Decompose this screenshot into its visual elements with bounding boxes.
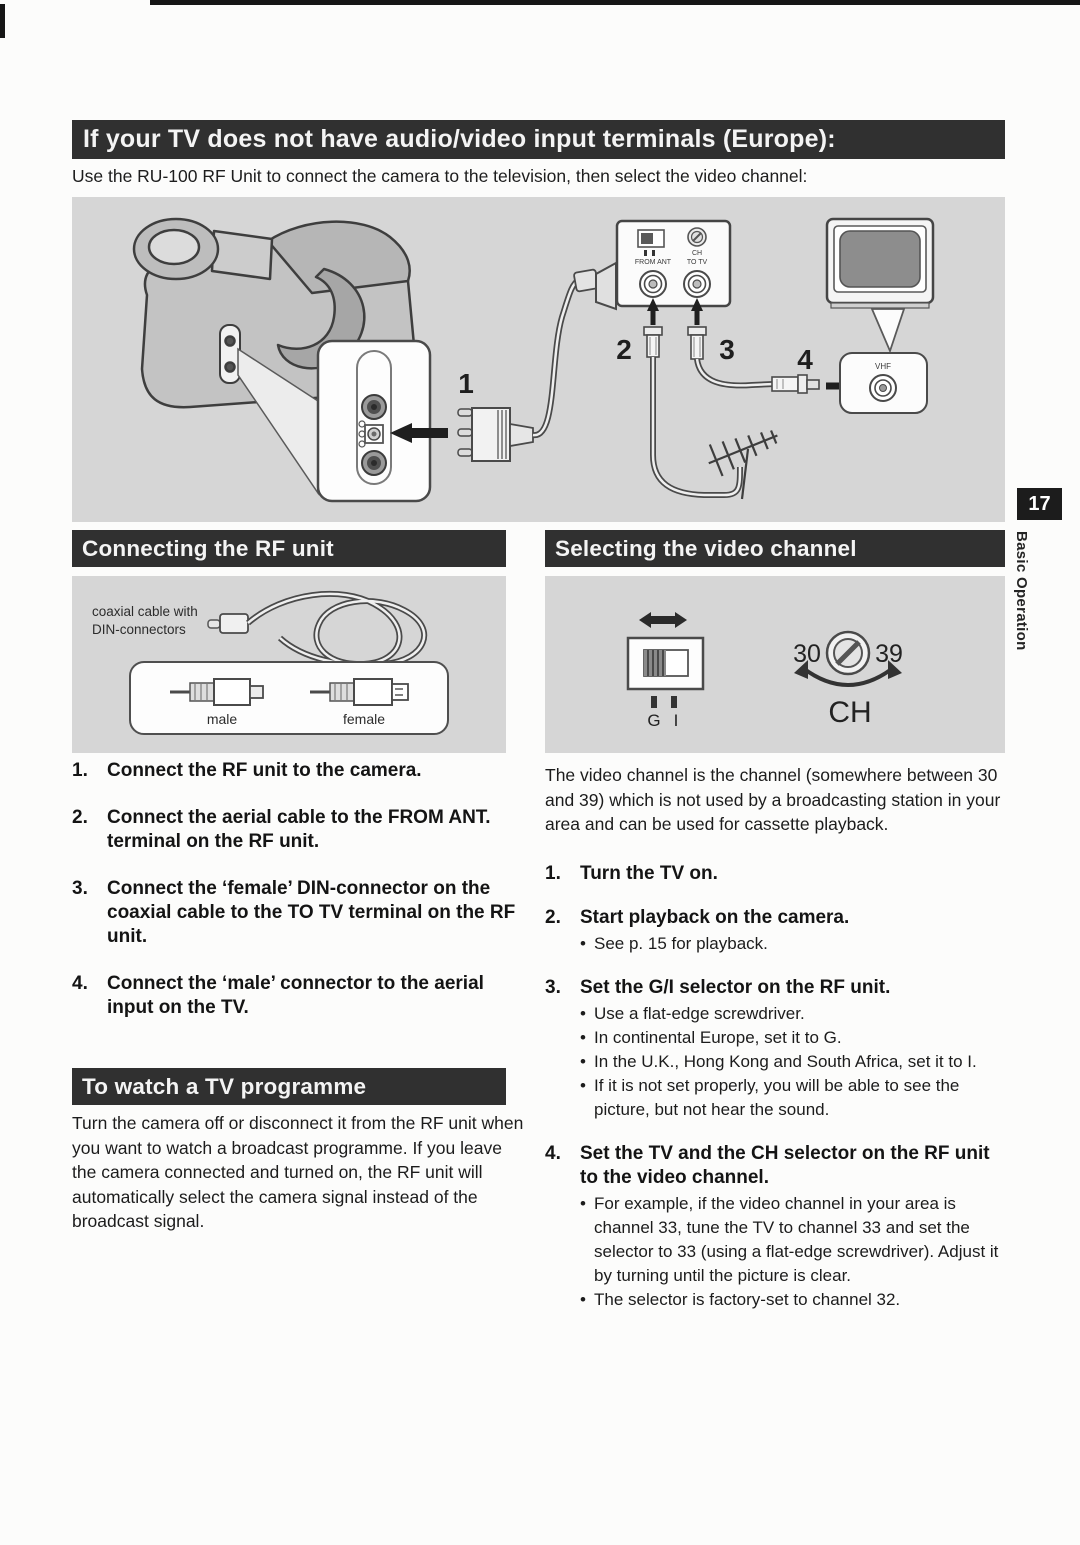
- connecting-step-4: 4. Connect the ‘male’ connector to the a…: [72, 972, 524, 1020]
- connecting-rf-unit-heading: Connecting the RF unit: [72, 530, 506, 567]
- diagram-marker-2: 2: [616, 334, 632, 365]
- scan-edge-top: [150, 0, 1080, 5]
- page-number-badge: 17: [1017, 488, 1062, 520]
- switch-tick-g: [651, 696, 657, 708]
- female-connector-illustration: [310, 678, 409, 706]
- selecting-step-3: 3. Set the G/I selector on the RF unit. …: [545, 976, 1007, 1122]
- step-number: 3.: [72, 878, 88, 899]
- rf-from-ant-label: FROM ANT: [635, 259, 672, 266]
- cable-label-line1: coaxial cable with: [92, 604, 198, 619]
- vhf-label: VHF: [875, 362, 891, 371]
- double-arrow-icon: [639, 612, 687, 628]
- switch-tick-i: [671, 696, 677, 708]
- arrow-left-icon: [390, 423, 448, 443]
- selecting-column: The video channel is the channel (somewh…: [545, 763, 1007, 1332]
- step-title: Turn the TV on.: [580, 862, 718, 884]
- rf-unit-illustration: CH FROM ANT TO TV: [615, 219, 732, 308]
- female-label: female: [343, 711, 385, 727]
- dial-arrow-left: [794, 660, 808, 679]
- bullet-item: If it is not set properly, you will be a…: [580, 1074, 1007, 1122]
- step-title: Set the G/I selector on the RF unit.: [580, 976, 891, 998]
- arrow-up-icon-2: [647, 298, 659, 325]
- connecting-steps-list: 1. Connect the RF unit to the camera. 2.…: [72, 759, 524, 1043]
- bullet-item: See p. 15 for playback.: [580, 932, 1007, 956]
- bullet-item: The selector is factory-set to channel 3…: [580, 1288, 1007, 1312]
- tv-cable: [694, 358, 775, 389]
- selecting-step-4: 4. Set the TV and the CH selector on the…: [545, 1142, 1007, 1312]
- bullet-item: For example, if the video channel in you…: [580, 1192, 1007, 1288]
- rf-plug-illustration: [573, 261, 617, 311]
- dial-high-label: 39: [875, 640, 903, 668]
- step-text: Connect the ‘male’ connector to the aeri…: [107, 973, 484, 1018]
- switch-i-label: I: [674, 711, 679, 730]
- diagram-marker-3: 3: [719, 334, 735, 365]
- scan-edge-left: [0, 4, 5, 38]
- male-connector-illustration: [170, 678, 264, 706]
- step-title: Set the TV and the CH selector on the RF…: [580, 1142, 990, 1188]
- vhf-terminal-callout: VHF: [839, 352, 928, 414]
- coaxial-cable-figure: coaxial cable with DIN-connectors male: [72, 576, 506, 753]
- coax-connector-4: [771, 374, 820, 394]
- step-number: 1.: [545, 862, 561, 884]
- step-text: Connect the aerial cable to the FROM ANT…: [107, 807, 491, 852]
- male-label: male: [207, 711, 238, 727]
- dial-arrow-right: [888, 660, 902, 679]
- step-bullets: For example, if the video channel in you…: [580, 1192, 1007, 1312]
- diagram-marker-1: 1: [458, 368, 474, 399]
- connection-diagram: 1: [72, 197, 1005, 522]
- step-bullets: Use a flat-edge screwdriver. In continen…: [580, 1002, 1007, 1122]
- cable-label-line2: DIN-connectors: [92, 622, 186, 637]
- watch-tv-programme-body: Turn the camera off or disconnect it fro…: [72, 1113, 524, 1231]
- selecting-step-2: 2. Start playback on the camera. See p. …: [545, 906, 1007, 956]
- watch-tv-programme-heading: To watch a TV programme: [72, 1068, 506, 1105]
- diagram-marker-4: 4: [797, 344, 813, 375]
- step-number: 4.: [72, 973, 88, 994]
- step-number: 3.: [545, 976, 561, 998]
- din-connector-illustration: [457, 407, 534, 462]
- section-tab-label: Basic Operation: [1013, 531, 1030, 651]
- aerial-cable: [650, 357, 743, 498]
- bullet-item: In the U.K., Hong Kong and South Africa,…: [580, 1050, 1007, 1074]
- coax-connector-3: [687, 326, 707, 360]
- camcorder-illustration: [132, 217, 416, 409]
- connecting-step-3: 3. Connect the ‘female’ DIN-connector on…: [72, 877, 524, 949]
- bullet-item: In continental Europe, set it to G.: [580, 1026, 1007, 1050]
- aerial-cable-connector: [643, 326, 663, 358]
- step-title: Start playback on the camera.: [580, 906, 850, 928]
- step-text: Connect the RF unit to the camera.: [107, 760, 422, 781]
- video-channel-intro: The video channel is the channel (somewh…: [545, 765, 1001, 834]
- rf-to-tv-label: TO TV: [687, 259, 708, 266]
- channel-selector-graphic: G I 30 39 CH: [626, 612, 903, 730]
- bullet-item: Use a flat-edge screwdriver.: [580, 1002, 1007, 1026]
- connection-diagram-graphic: 1: [132, 217, 935, 503]
- selecting-step-1: 1. Turn the TV on.: [545, 862, 1007, 886]
- rf-dial-ch-label: CH: [692, 250, 702, 257]
- step-number: 1.: [72, 760, 88, 781]
- step-number: 4.: [545, 1142, 561, 1164]
- antenna-illustration: [708, 430, 778, 500]
- step-bullets: See p. 15 for playback.: [580, 932, 1007, 956]
- step-number: 2.: [545, 906, 561, 928]
- vhf-callout-wedge: [870, 308, 906, 354]
- step-text: Connect the ‘female’ DIN-connector on th…: [107, 878, 516, 947]
- step-number: 2.: [72, 807, 88, 828]
- connecting-step-1: 1. Connect the RF unit to the camera.: [72, 759, 524, 783]
- coaxial-cable-graphic: coaxial cable with DIN-connectors male: [92, 591, 449, 735]
- dial-low-label: 30: [793, 640, 821, 668]
- dial-ch-label: CH: [828, 696, 871, 729]
- tv-illustration: [825, 217, 935, 309]
- connecting-step-2: 2. Connect the aerial cable to the FROM …: [72, 806, 524, 854]
- gi-switch-illustration: [626, 636, 705, 708]
- intro-text: Use the RU-100 RF Unit to connect the ca…: [72, 166, 808, 186]
- page-title: If your TV does not have audio/video inp…: [72, 120, 1005, 159]
- dial-turn-arc: [801, 666, 895, 687]
- ch-dial-illustration: [794, 630, 902, 687]
- channel-selector-figure: G I 30 39 CH: [545, 576, 1005, 753]
- selecting-video-channel-heading: Selecting the video channel: [545, 530, 1005, 567]
- cable-coil-illustration: [207, 591, 428, 668]
- arrow-up-icon-3: [691, 298, 703, 325]
- switch-g-label: G: [647, 711, 660, 730]
- av-terminal-callout: [316, 339, 432, 503]
